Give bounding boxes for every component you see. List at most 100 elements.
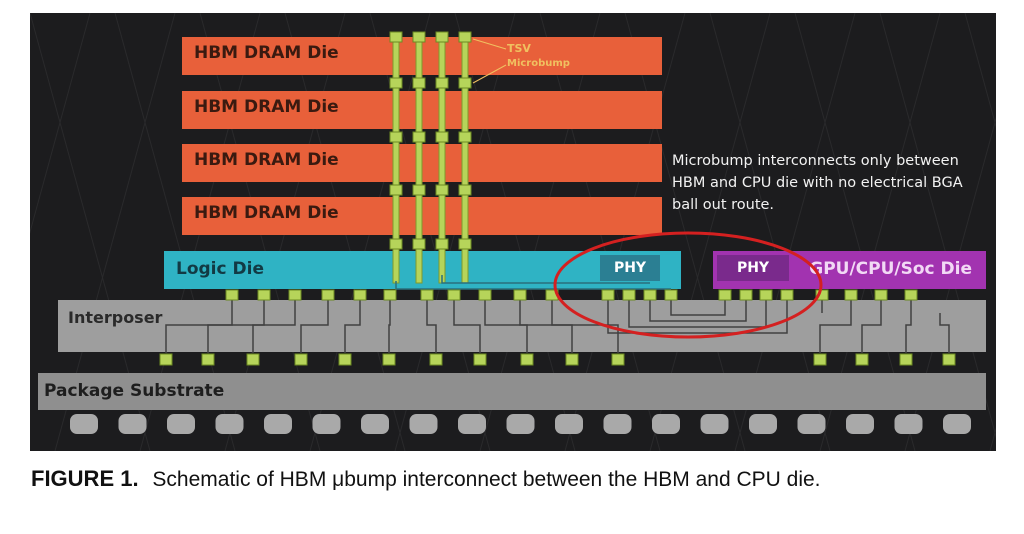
phy-to-phy-route — [670, 313, 726, 316]
caption-text: Schematic of HBM μbump interconnect betw… — [152, 468, 821, 491]
interposer-route — [344, 313, 361, 339]
microbump-pointer-line — [472, 64, 507, 84]
phy-to-phy-route — [628, 313, 767, 328]
interposer-route — [819, 313, 852, 339]
substrate-label: Package Substrate — [44, 381, 225, 401]
microbump — [321, 289, 335, 301]
microbump — [435, 77, 449, 89]
dram-die-label: HBM DRAM Die — [194, 150, 339, 170]
bga-ball — [215, 414, 244, 434]
microbump — [458, 184, 472, 196]
bga-ball — [118, 414, 147, 434]
microbump — [412, 31, 426, 43]
microbump — [435, 184, 449, 196]
microbump — [412, 184, 426, 196]
c4-bump — [855, 353, 869, 366]
bga-ball — [458, 414, 486, 434]
microbump — [478, 289, 492, 301]
interposer-route — [484, 313, 528, 339]
interconnect-overlay — [70, 31, 971, 434]
background-line — [30, 13, 91, 234]
microbump — [412, 238, 426, 250]
dram-die-label: HBM DRAM Die — [194, 97, 339, 117]
background-line — [964, 13, 996, 129]
highlight-ellipse — [553, 231, 823, 339]
microbump — [904, 289, 918, 301]
c4-bump — [520, 353, 534, 366]
microbump — [844, 289, 858, 301]
interposer-route — [426, 313, 437, 339]
microbump — [739, 289, 753, 301]
bga-ball — [700, 414, 729, 434]
hbm-schematic-figure: HBM DRAM Die HBM DRAM Die HBM DRAM Die H… — [30, 13, 996, 451]
microbump — [447, 289, 461, 301]
annotation-text: Microbump interconnects only between HBM… — [672, 153, 963, 213]
interposer-route — [207, 313, 265, 339]
microbump — [225, 289, 239, 301]
microbump — [412, 77, 426, 89]
c4-bump — [942, 353, 956, 366]
bga-ball — [506, 414, 535, 434]
tsv-pointer-line — [472, 38, 507, 50]
tsv-label: TSV — [507, 42, 531, 55]
microbump — [643, 289, 657, 301]
c4-bump — [201, 353, 215, 366]
bga-ball — [894, 414, 923, 434]
c4-bump — [611, 353, 625, 366]
bga-ball — [361, 414, 389, 434]
microbump — [389, 77, 403, 89]
interposer-route — [252, 313, 296, 339]
interposer-route — [861, 313, 882, 339]
microbump — [389, 184, 403, 196]
bga-ball — [652, 414, 680, 434]
bga-ball — [167, 414, 195, 434]
c4-bump — [294, 353, 308, 366]
interposer-route — [165, 313, 233, 339]
microbump — [458, 238, 472, 250]
phy-to-phy-route — [607, 313, 788, 334]
interposer-route — [519, 313, 573, 339]
interposer-route — [905, 313, 912, 339]
bga-ball — [797, 414, 826, 434]
microbump — [458, 31, 472, 43]
microbump — [458, 77, 472, 89]
gpu-die-label: GPU/CPU/Soc Die — [809, 259, 972, 279]
microbump — [389, 238, 403, 250]
interposer-route — [939, 313, 950, 339]
microbump — [389, 31, 403, 43]
bga-ball — [943, 414, 971, 434]
c4-bump — [159, 353, 173, 366]
phy-gpu-block: PHY — [717, 255, 789, 281]
microbump — [513, 289, 527, 301]
dram-die-label: HBM DRAM Die — [194, 203, 339, 223]
interposer-route — [453, 313, 481, 339]
c4-bump — [813, 353, 827, 366]
phy-logic-block: PHY — [600, 255, 660, 281]
c4-bump — [338, 353, 352, 366]
bga-ball — [846, 414, 874, 434]
microbump — [257, 289, 271, 301]
interposer-route — [388, 313, 391, 339]
c4-bump — [382, 353, 396, 366]
c4-bump — [429, 353, 443, 366]
interposer-route — [300, 313, 329, 339]
logic-internal-route — [441, 275, 650, 284]
logic-die-label: Logic Die — [176, 259, 264, 279]
caption-number: FIGURE 1. — [31, 466, 139, 491]
microbump — [718, 289, 732, 301]
microbump — [458, 131, 472, 143]
c4-bump — [246, 353, 260, 366]
figure-caption: FIGURE 1. Schematic of HBM μbump interco… — [31, 465, 991, 494]
bga-ball — [70, 414, 98, 434]
dram-die-label: HBM DRAM Die — [194, 43, 339, 63]
bga-ball — [264, 414, 292, 434]
bga-ball — [603, 414, 632, 434]
package-substrate: Package Substrate — [38, 373, 986, 410]
microbump — [601, 289, 615, 301]
interposer-route — [551, 313, 619, 339]
microbump-label: Microbump — [507, 58, 570, 69]
c4-bump — [565, 353, 579, 366]
bga-ball — [555, 414, 583, 434]
interposer-label: Interposer — [68, 308, 163, 327]
interposer: Interposer — [58, 300, 986, 352]
